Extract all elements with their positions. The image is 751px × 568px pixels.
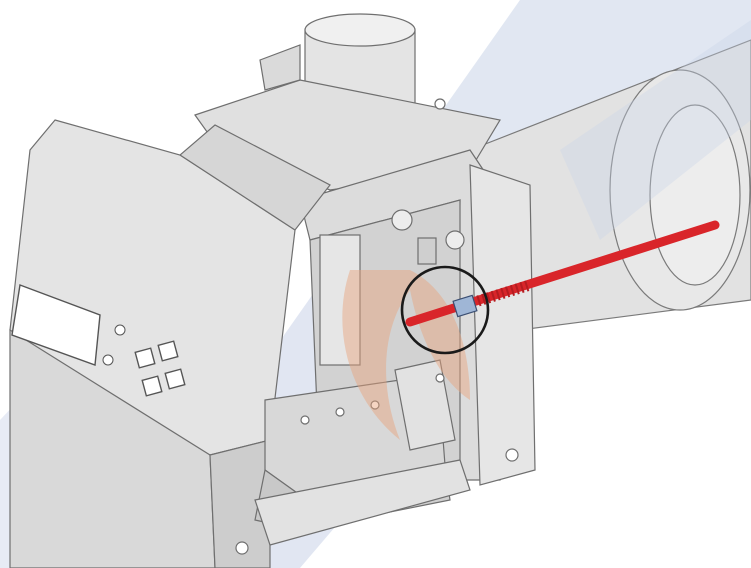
keypad-icon — [134, 340, 186, 397]
base-plate-icon — [235, 459, 471, 555]
heating-rod-icon — [405, 220, 720, 327]
side-plate-icon — [469, 164, 536, 486]
watermark-band-icon — [560, 20, 751, 240]
display-panel-icon — [11, 284, 126, 366]
highlight-circle-icon — [400, 265, 490, 355]
control-panel-icon — [9, 119, 331, 568]
